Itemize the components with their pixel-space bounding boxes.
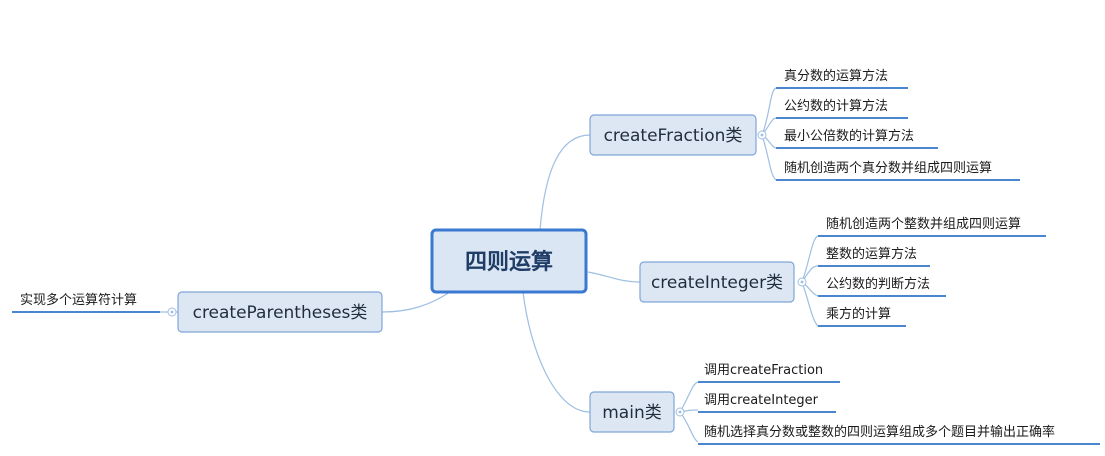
svg-text:随机选择真分数或整数的四则运算组成多个题目并输出正确率: 随机选择真分数或整数的四则运算组成多个题目并输出正确率	[704, 424, 1055, 440]
branch-label-main: main类	[602, 403, 661, 423]
connector-root-createInteger	[587, 271, 641, 283]
svg-text:乘方的计算: 乘方的计算	[826, 306, 891, 322]
branch-node-createParentheses[interactable]: createParentheses类	[177, 291, 383, 333]
collapse-toggle-createFraction[interactable]	[757, 130, 767, 140]
root-node[interactable]: 四则运算	[430, 228, 588, 294]
svg-text:最小公倍数的计算方法: 最小公倍数的计算方法	[784, 128, 914, 144]
svg-text:真分数的运算方法: 真分数的运算方法	[784, 68, 888, 84]
collapse-toggle-createInteger[interactable]	[797, 277, 807, 287]
svg-text:公约数的判断方法: 公约数的判断方法	[826, 276, 930, 292]
connector-root-createFraction	[539, 134, 591, 231]
branch-label-createInteger: createInteger类	[651, 273, 783, 293]
collapse-toggle-createParentheses[interactable]	[167, 307, 177, 317]
svg-text:随机创造两个整数并组成四则运算: 随机创造两个整数并组成四则运算	[826, 217, 1021, 232]
branch-node-createInteger[interactable]: createInteger类	[639, 261, 795, 303]
svg-text:调用createFraction: 调用createFraction	[704, 363, 823, 378]
leaf-createInteger-1[interactable]: 整数的运算方法	[818, 246, 930, 267]
svg-text:公约数的计算方法: 公约数的计算方法	[784, 98, 888, 114]
svg-text:整数的运算方法: 整数的运算方法	[826, 246, 917, 262]
branch-node-main[interactable]: main类	[589, 391, 675, 433]
svg-text:调用createInteger: 调用createInteger	[704, 393, 819, 408]
leaf-createParentheses-0[interactable]: 实现多个运算符计算	[12, 292, 160, 313]
connector-root-createParentheses	[381, 291, 451, 313]
svg-text:随机创造两个真分数并组成四则运算: 随机创造两个真分数并组成四则运算	[784, 161, 992, 176]
connector-createInteger-leaves	[801, 235, 819, 327]
root-node-label: 四则运算	[465, 249, 553, 275]
leaf-createFraction-2[interactable]: 最小公倍数的计算方法	[776, 128, 938, 149]
collapse-toggle-main[interactable]	[675, 407, 685, 417]
leaf-main-2[interactable]: 随机选择真分数或整数的四则运算组成多个题目并输出正确率	[698, 424, 1100, 445]
leaf-main-1[interactable]: 调用createInteger	[698, 393, 836, 413]
leaf-createInteger-3[interactable]: 乘方的计算	[818, 306, 906, 327]
leaf-createFraction-0[interactable]: 真分数的运算方法	[776, 68, 908, 89]
connector-createFraction-leaves	[761, 87, 777, 181]
connector-root-main	[522, 291, 591, 413]
leaf-createInteger-2[interactable]: 公约数的判断方法	[818, 276, 946, 297]
branch-node-createFraction[interactable]: createFraction类	[589, 114, 757, 156]
leaf-createFraction-1[interactable]: 公约数的计算方法	[776, 98, 908, 119]
svg-text:实现多个运算符计算: 实现多个运算符计算	[20, 292, 137, 308]
leaf-main-0[interactable]: 调用createFraction	[698, 363, 840, 383]
leaf-createInteger-0[interactable]: 随机创造两个整数并组成四则运算	[818, 217, 1046, 237]
branch-label-createFraction: createFraction类	[604, 126, 743, 146]
branch-label-createParentheses: createParentheses类	[193, 303, 368, 323]
leaf-createFraction-3[interactable]: 随机创造两个真分数并组成四则运算	[776, 161, 1020, 181]
